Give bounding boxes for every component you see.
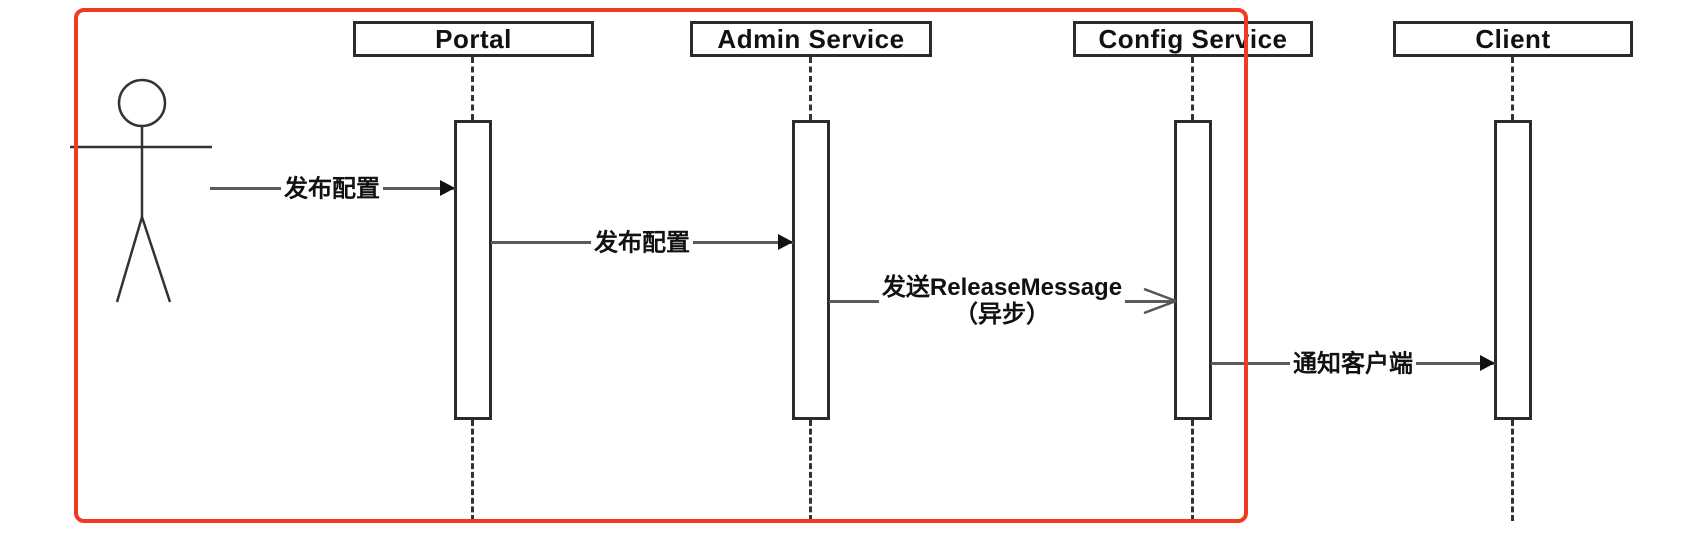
participant-box-config-service: Config Service	[1073, 21, 1313, 57]
lifeline-client-bottom	[1511, 420, 1514, 521]
message-label-2: 发布配置	[591, 229, 693, 257]
arrowhead-open-3	[1143, 288, 1177, 314]
message-label-3: 发送ReleaseMessage （异步）	[878, 274, 1126, 328]
highlight-frame	[74, 8, 1248, 523]
activation-bar-client	[1494, 120, 1532, 420]
lifeline-admin-service-bottom	[809, 420, 812, 521]
message-label-3-text: 发送ReleaseMessage	[881, 274, 1123, 301]
activation-bar-config-service	[1174, 120, 1212, 420]
participant-box-portal: Portal	[353, 21, 594, 57]
arrowhead-solid-4	[1480, 355, 1495, 371]
participant-box-admin-service: Admin Service	[690, 21, 932, 57]
participant-label-portal: Portal	[435, 23, 512, 54]
lifeline-portal-bottom	[471, 420, 474, 521]
participant-label-admin-service: Admin Service	[717, 23, 905, 54]
participant-label-client: Client	[1475, 23, 1551, 54]
activation-bar-portal	[454, 120, 492, 420]
lifeline-admin-service-top	[809, 57, 812, 120]
participant-label-config-service: Config Service	[1098, 23, 1288, 54]
lifeline-config-service-bottom	[1191, 420, 1194, 521]
participant-box-client: Client	[1393, 21, 1633, 57]
lifeline-client-top	[1511, 57, 1514, 120]
activation-bar-admin-service	[792, 120, 830, 420]
actor-icon	[70, 78, 212, 303]
lifeline-config-service-top	[1191, 57, 1194, 120]
arrowhead-solid-1	[440, 180, 455, 196]
message-label-1: 发布配置	[281, 175, 383, 203]
message-label-4: 通知客户端	[1290, 350, 1416, 378]
arrowhead-solid-2	[778, 234, 793, 250]
message-label-3-note: （异步）	[953, 301, 1050, 328]
lifeline-portal-top	[471, 57, 474, 120]
